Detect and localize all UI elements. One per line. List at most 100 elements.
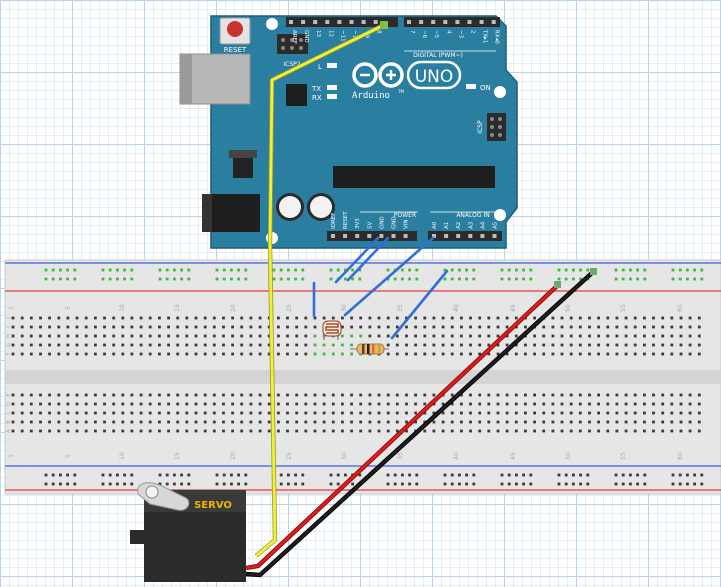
breadboard-hole[interactable] xyxy=(633,352,637,356)
rail-hole[interactable] xyxy=(237,482,240,486)
breadboard-hole[interactable] xyxy=(194,343,198,347)
rail-hole[interactable] xyxy=(557,268,561,272)
breadboard-hole[interactable] xyxy=(103,420,106,424)
breadboard-hole[interactable] xyxy=(661,325,665,329)
breadboard-hole[interactable] xyxy=(386,420,390,424)
breadboard-hole[interactable] xyxy=(84,402,88,406)
breadboard-hole[interactable] xyxy=(697,343,701,347)
breadboard-hole[interactable] xyxy=(277,411,280,415)
rail-hole[interactable] xyxy=(244,277,248,281)
breadboard-hole[interactable] xyxy=(158,393,161,397)
breadboard-hole[interactable] xyxy=(423,352,427,356)
rail-hole[interactable] xyxy=(408,268,411,272)
rail-hole[interactable] xyxy=(443,277,447,281)
breadboard-hole[interactable] xyxy=(597,393,600,397)
breadboard-hole[interactable] xyxy=(542,393,546,397)
breadboard-hole[interactable] xyxy=(405,325,408,329)
breadboard-hole[interactable] xyxy=(66,343,70,347)
breadboard-hole[interactable] xyxy=(460,429,463,433)
rail-hole[interactable] xyxy=(408,482,411,486)
rail-hole[interactable] xyxy=(123,277,126,281)
breadboard-hole[interactable] xyxy=(194,393,198,397)
rail-hole[interactable] xyxy=(294,473,297,477)
rail-hole[interactable] xyxy=(614,277,618,281)
breadboard-hole[interactable] xyxy=(94,429,97,433)
breadboard-hole[interactable] xyxy=(240,420,244,424)
breadboard-hole[interactable] xyxy=(423,429,427,433)
breadboard-hole[interactable] xyxy=(578,325,582,329)
rail-hole[interactable] xyxy=(415,482,419,486)
rail-hole[interactable] xyxy=(108,473,112,477)
breadboard-hole[interactable] xyxy=(167,411,170,415)
rail-hole[interactable] xyxy=(529,482,533,486)
breadboard-hole[interactable] xyxy=(606,393,610,397)
rail-hole[interactable] xyxy=(450,277,454,281)
breadboard-hole[interactable] xyxy=(295,411,299,415)
breadboard-hole[interactable] xyxy=(341,429,344,433)
breadboard-hole[interactable] xyxy=(267,343,271,347)
breadboard-hole[interactable] xyxy=(688,325,692,329)
breadboard-hole[interactable] xyxy=(286,411,289,415)
breadboard-hole[interactable] xyxy=(249,429,253,433)
breadboard-hole[interactable] xyxy=(670,393,674,397)
breadboard-hole[interactable] xyxy=(578,402,582,406)
rail-hole[interactable] xyxy=(515,473,518,477)
breadboard-hole[interactable] xyxy=(286,325,289,329)
breadboard-hole[interactable] xyxy=(395,393,399,397)
breadboard-hole[interactable] xyxy=(240,334,244,338)
breadboard-hole[interactable] xyxy=(39,334,42,338)
breadboard-hole[interactable] xyxy=(94,393,97,397)
breadboard-hole[interactable] xyxy=(121,316,125,320)
header-pin[interactable] xyxy=(443,20,448,24)
rail-hole[interactable] xyxy=(329,277,333,281)
breadboard-hole[interactable] xyxy=(524,420,527,424)
breadboard-hole[interactable] xyxy=(249,393,253,397)
breadboard-hole[interactable] xyxy=(386,402,390,406)
breadboard-hole[interactable] xyxy=(48,393,51,397)
breadboard-hole[interactable] xyxy=(350,393,353,397)
breadboard-hole[interactable] xyxy=(66,402,70,406)
rail-hole[interactable] xyxy=(700,277,704,281)
rail-hole[interactable] xyxy=(564,482,568,486)
breadboard-hole[interactable] xyxy=(20,316,24,320)
breadboard-hole[interactable] xyxy=(633,316,637,320)
breadboard-hole[interactable] xyxy=(158,325,161,329)
rail-hole[interactable] xyxy=(187,482,191,486)
rail-hole[interactable] xyxy=(671,482,675,486)
breadboard-hole[interactable] xyxy=(258,429,262,433)
breadboard-hole[interactable] xyxy=(20,420,24,424)
breadboard-hole[interactable] xyxy=(670,411,674,415)
breadboard-hole[interactable] xyxy=(588,420,591,424)
breadboard-hole[interactable] xyxy=(277,393,280,397)
breadboard-hole[interactable] xyxy=(121,325,125,329)
breadboard-hole[interactable] xyxy=(20,325,24,329)
breadboard-hole[interactable] xyxy=(66,334,70,338)
breadboard-hole[interactable] xyxy=(130,420,134,424)
breadboard-hole[interactable] xyxy=(478,352,482,356)
rail-hole[interactable] xyxy=(515,482,518,486)
breadboard-hole[interactable] xyxy=(377,316,381,320)
rail-hole[interactable] xyxy=(621,482,625,486)
rail-hole[interactable] xyxy=(500,268,504,272)
breadboard-hole[interactable] xyxy=(496,334,500,338)
breadboard-hole[interactable] xyxy=(231,316,234,320)
breadboard-hole[interactable] xyxy=(588,411,591,415)
breadboard-hole[interactable] xyxy=(48,429,51,433)
breadboard-hole[interactable] xyxy=(487,334,491,338)
breadboard-hole[interactable] xyxy=(441,411,445,415)
breadboard-hole[interactable] xyxy=(496,411,500,415)
header-pin[interactable] xyxy=(367,234,372,238)
breadboard-hole[interactable] xyxy=(679,393,683,397)
rail-hole[interactable] xyxy=(44,277,48,281)
breadboard-hole[interactable] xyxy=(112,352,116,356)
rail-hole[interactable] xyxy=(671,268,675,272)
breadboard-hole[interactable] xyxy=(487,393,491,397)
breadboard-hole[interactable] xyxy=(469,402,472,406)
breadboard-hole[interactable] xyxy=(322,316,326,320)
breadboard-hole[interactable] xyxy=(313,352,317,356)
breadboard-hole[interactable] xyxy=(395,334,399,338)
breadboard-hole[interactable] xyxy=(29,429,33,433)
breadboard-hole[interactable] xyxy=(652,334,655,338)
rail-hole[interactable] xyxy=(187,277,191,281)
breadboard-hole[interactable] xyxy=(103,334,106,338)
